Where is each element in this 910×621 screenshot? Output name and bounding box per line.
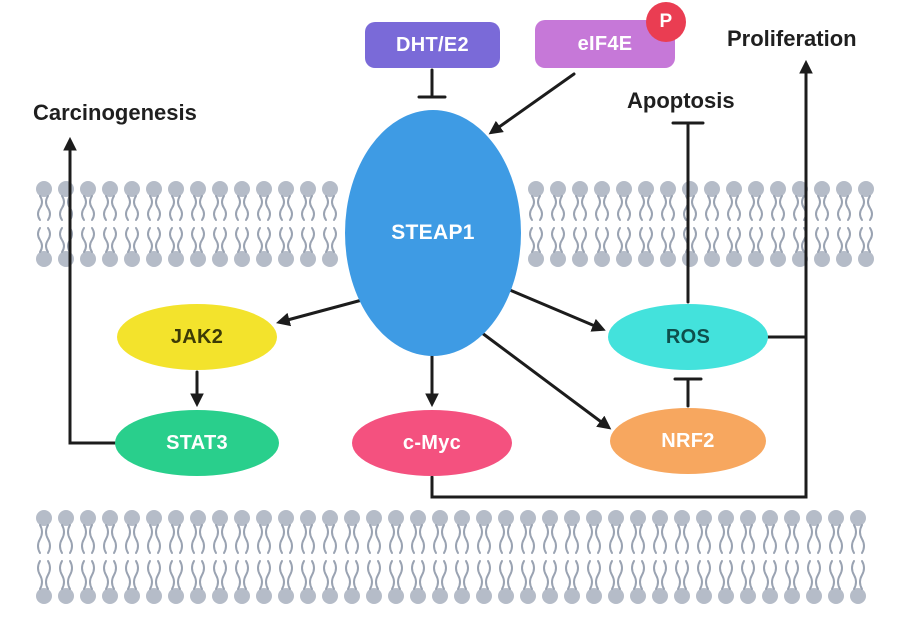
label-proliferation: Proliferation (727, 26, 857, 51)
membrane-top-right (528, 181, 874, 267)
label-apoptosis: Apoptosis (627, 88, 735, 113)
arrow-eif4e-steap1 (488, 72, 576, 135)
arrow-stat3-carcinogenesis (63, 136, 117, 445)
arrow-steap1-jak2 (276, 298, 364, 327)
node-stat3: STAT3 (115, 410, 279, 476)
phospho-badge: P (646, 2, 686, 42)
arrow-steap1-ros (503, 286, 606, 332)
node-ros: ROS (608, 304, 768, 370)
membrane-bottom (36, 510, 866, 604)
node-dht-e2: DHT/E2 (365, 22, 500, 68)
label-carcinogenesis: Carcinogenesis (33, 100, 197, 125)
node-jak2: JAK2 (117, 304, 277, 370)
node-steap1: STEAP1 (345, 110, 521, 356)
membrane-top-left (36, 181, 338, 267)
node-nrf2: NRF2 (610, 408, 766, 474)
arrow-cmyc-proliferation (430, 59, 813, 499)
node-cmyc: c-Myc (352, 410, 512, 476)
arrow-steap1-nrf2 (476, 328, 612, 430)
arrows-layer (63, 59, 813, 499)
